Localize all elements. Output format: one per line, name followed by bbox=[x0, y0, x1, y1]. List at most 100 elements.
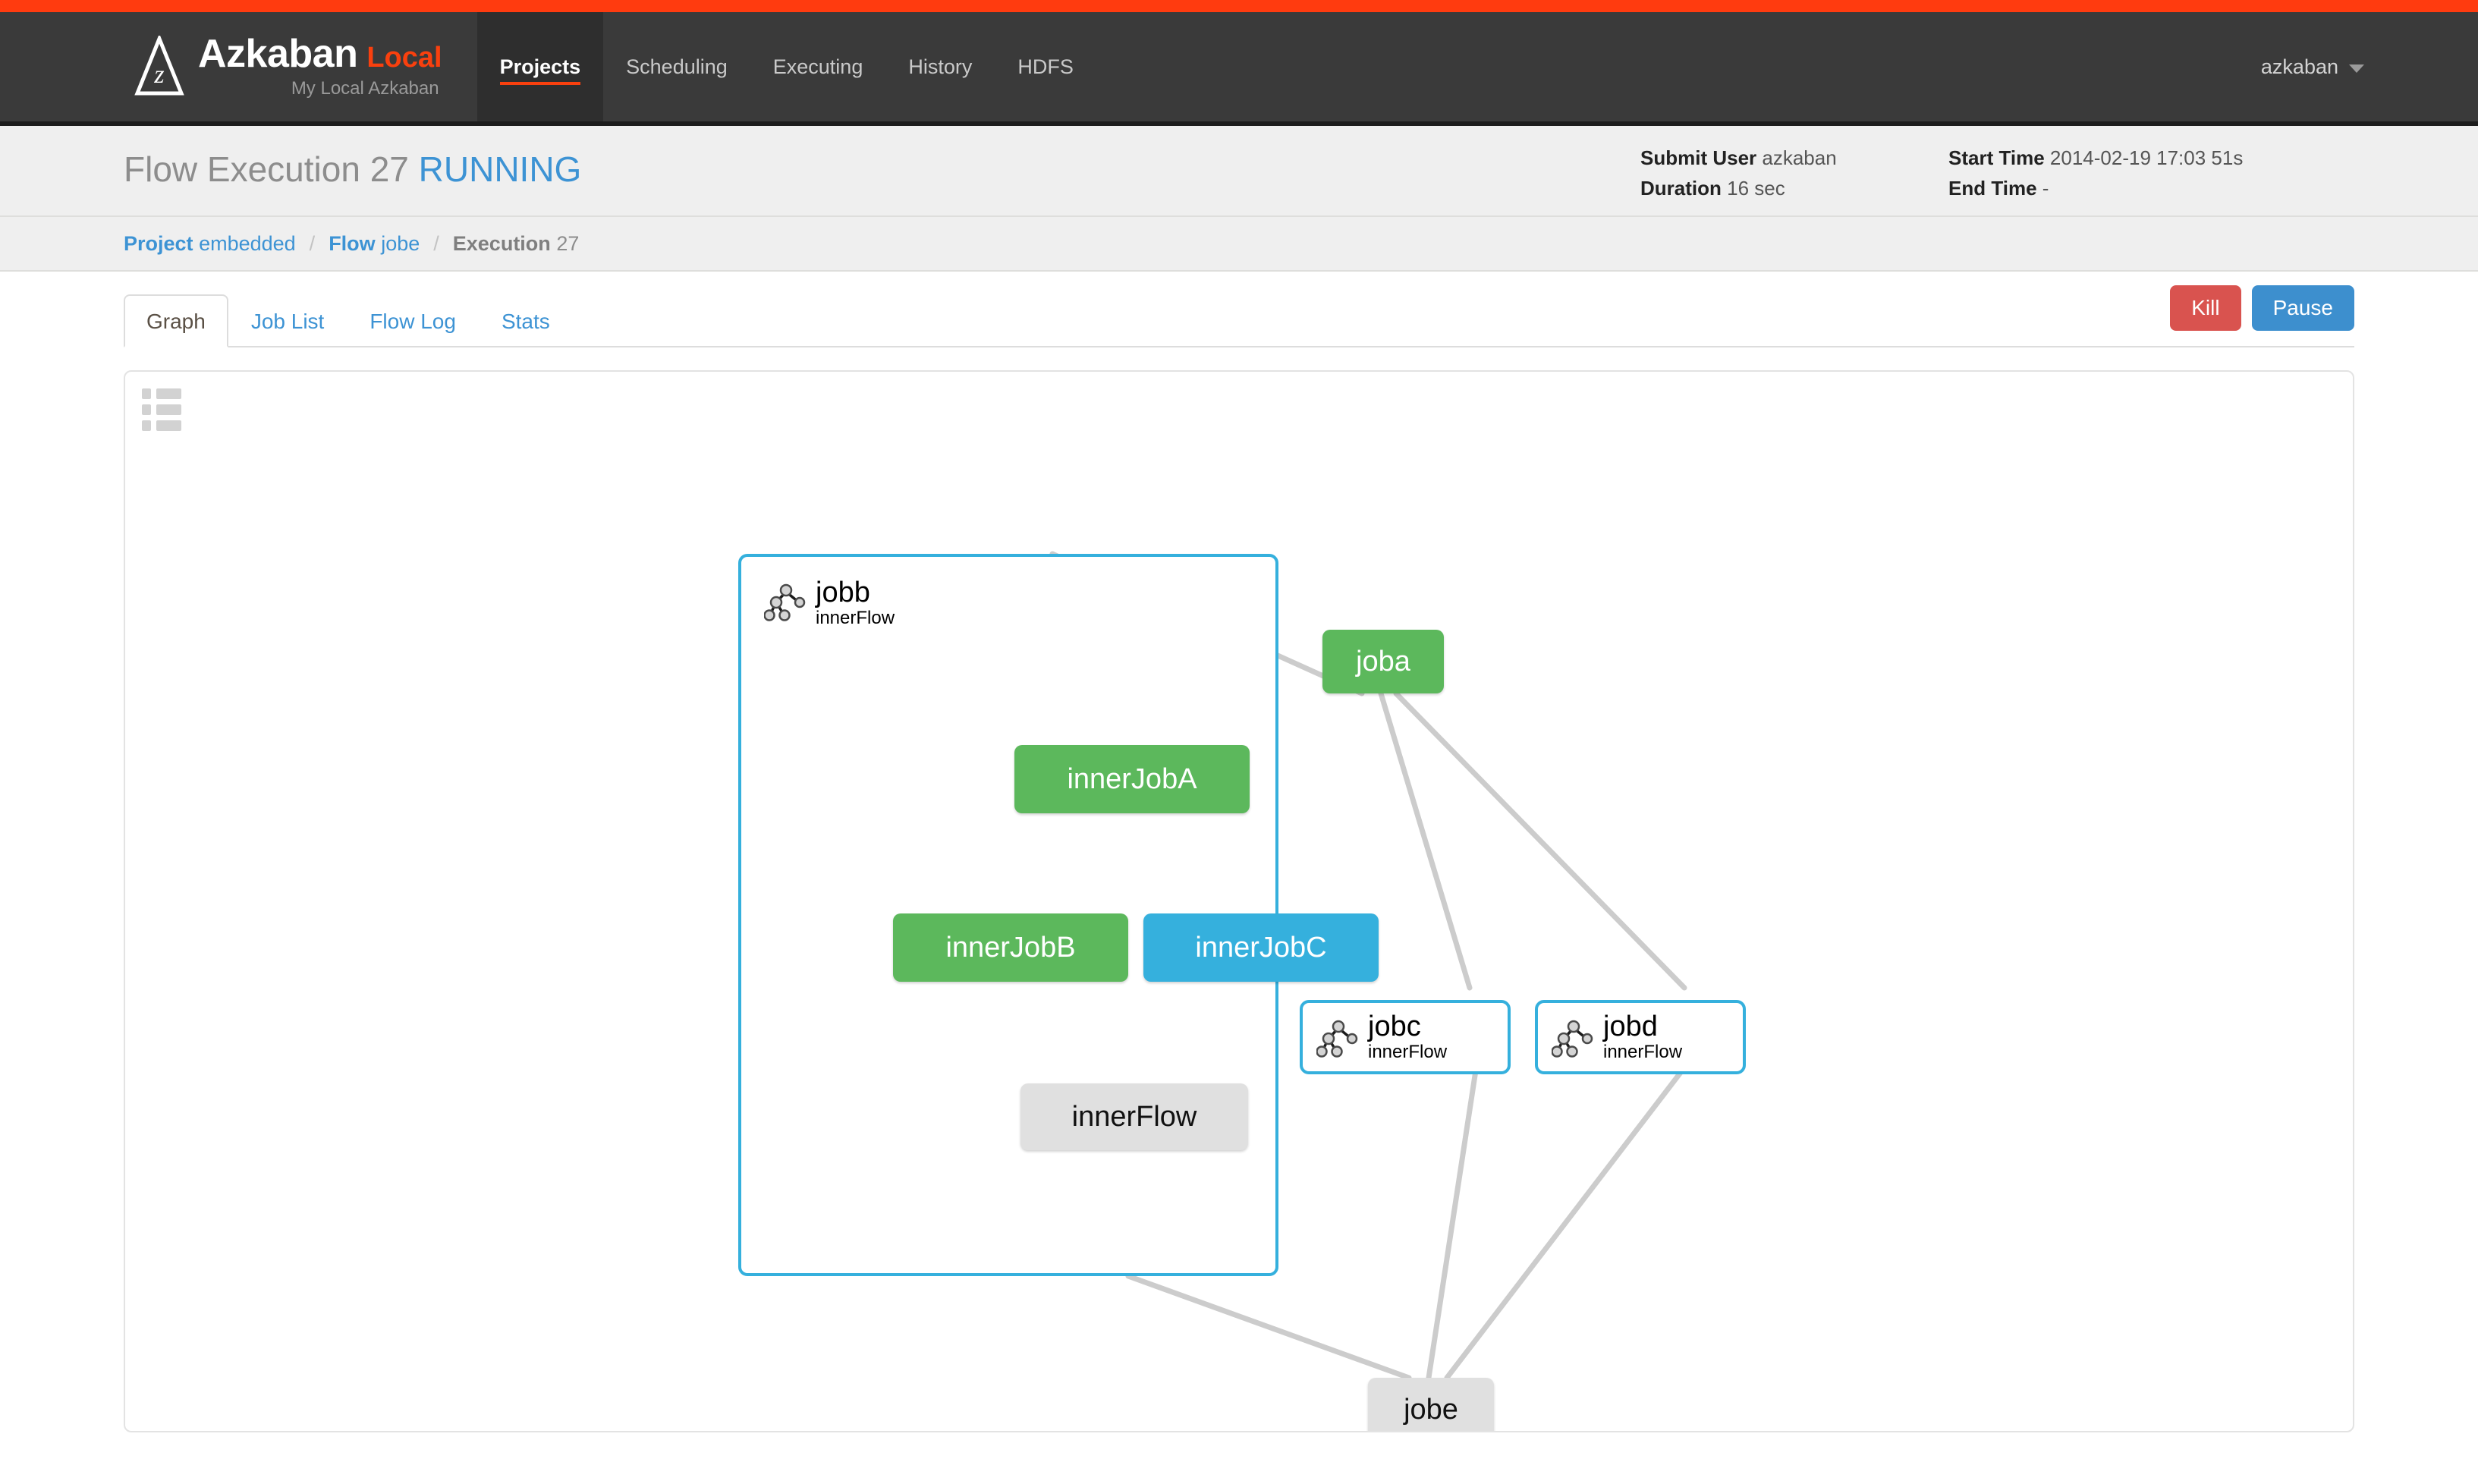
nav-links: Projects Scheduling Executing History HD… bbox=[476, 12, 1096, 121]
breadcrumb-project-value: embedded bbox=[199, 231, 296, 255]
graph-flowbox-title: jobd bbox=[1603, 1011, 1658, 1043]
nav-item-label: Executing bbox=[772, 55, 863, 78]
list-view-row bbox=[142, 404, 181, 415]
brand-name: Azkaban bbox=[198, 32, 358, 76]
edge-jobc-jobe bbox=[1426, 1058, 1480, 1381]
top-accent-bar bbox=[0, 0, 2478, 12]
graph-node-innerJobB[interactable]: innerJobB bbox=[893, 913, 1128, 982]
tab-strip: Graph Job List Flow Log Stats Kill Pause bbox=[124, 272, 2354, 347]
pause-button[interactable]: Pause bbox=[2251, 285, 2354, 331]
execution-summary-band: Flow Execution 27 RUNNING Submit User az… bbox=[0, 126, 2478, 217]
breadcrumb-project[interactable]: Project embedded bbox=[124, 232, 296, 256]
breadcrumb-execution-value: 27 bbox=[556, 231, 580, 255]
list-view-bullet bbox=[142, 420, 151, 431]
kill-button[interactable]: Kill bbox=[2170, 285, 2241, 331]
list-view-bar bbox=[156, 420, 181, 431]
graph-node-label: innerJobC bbox=[1195, 931, 1327, 964]
list-view-row bbox=[142, 420, 181, 431]
nav-item-label: History bbox=[908, 55, 973, 78]
end-time-value: - bbox=[2042, 177, 2049, 200]
edge-jobd-jobe bbox=[1444, 1058, 1693, 1381]
breadcrumb-flow[interactable]: Flow jobe bbox=[329, 232, 420, 256]
duration-row: Duration 16 sec bbox=[1640, 173, 1837, 203]
edge-joba-jobc bbox=[1378, 690, 1473, 991]
graph-node-label: innerFlow bbox=[1071, 1100, 1197, 1133]
list-view-icon[interactable] bbox=[142, 388, 181, 431]
list-view-row bbox=[142, 388, 181, 399]
flow-tree-icon bbox=[1552, 1020, 1593, 1058]
breadcrumb-project-label: Project bbox=[124, 231, 193, 255]
flow-actions: Kill Pause bbox=[2170, 285, 2354, 331]
graph-flowbox-labels: jobd innerFlow bbox=[1603, 1012, 1682, 1061]
status-badge: RUNNING bbox=[418, 149, 582, 189]
list-view-bullet bbox=[142, 388, 151, 399]
execution-meta-left: Submit User azkaban Duration 16 sec bbox=[1640, 143, 1837, 204]
user-menu[interactable]: azkaban bbox=[2261, 12, 2364, 121]
edge-joba-jobd bbox=[1393, 690, 1687, 991]
graph-node-innerFlow[interactable]: innerFlow bbox=[1020, 1083, 1248, 1150]
graph-flowbox-header: jobb innerFlow bbox=[764, 578, 895, 627]
graph-flowbox-labels: jobb innerFlow bbox=[816, 578, 895, 627]
graph-node-jobe[interactable]: jobe bbox=[1368, 1378, 1494, 1431]
chevron-down-icon bbox=[2349, 64, 2364, 73]
tab-job-list[interactable]: Job List bbox=[250, 310, 325, 333]
end-time-row: End Time - bbox=[1948, 173, 2243, 203]
graph-flowbox-labels: jobc innerFlow bbox=[1368, 1012, 1447, 1061]
graph-node-label: innerJobA bbox=[1067, 762, 1197, 795]
submit-user-label: Submit User bbox=[1640, 146, 1757, 169]
brand-suffix: Local bbox=[366, 42, 442, 74]
nav-item-label: Scheduling bbox=[626, 55, 728, 78]
nav-item-label: Projects bbox=[499, 55, 581, 78]
graph-flowbox-subtitle: innerFlow bbox=[1603, 1042, 1683, 1063]
duration-value: 16 sec bbox=[1727, 177, 1785, 200]
submit-user-row: Submit User azkaban bbox=[1640, 143, 1837, 173]
breadcrumb-separator: / bbox=[309, 231, 316, 255]
brand-tagline: My Local Azkaban bbox=[291, 78, 439, 99]
tab-graph[interactable]: Graph bbox=[124, 294, 228, 347]
graph-node-innerJobA[interactable]: innerJobA bbox=[1014, 745, 1250, 813]
edge-jobb-jobe bbox=[1125, 1273, 1412, 1381]
flow-tree-icon bbox=[1316, 1020, 1358, 1058]
page-title-text: Flow Execution 27 bbox=[124, 149, 409, 189]
list-view-bullet bbox=[142, 404, 151, 415]
breadcrumb-separator: / bbox=[433, 231, 439, 255]
submit-user-value: azkaban bbox=[1762, 146, 1837, 169]
breadcrumb: Project embedded / Flow jobe / Execution… bbox=[0, 217, 2478, 272]
graph-flowbox-subtitle: innerFlow bbox=[1368, 1042, 1448, 1063]
flow-graph-panel: joba jobb inn bbox=[124, 370, 2354, 1432]
nav-item-scheduling[interactable]: Scheduling bbox=[603, 12, 750, 121]
tab-stats[interactable]: Stats bbox=[501, 310, 550, 333]
nav-item-hdfs[interactable]: HDFS bbox=[995, 12, 1096, 121]
list-view-bar bbox=[156, 388, 181, 399]
user-menu-label: azkaban bbox=[2260, 55, 2338, 78]
tab-flow-log[interactable]: Flow Log bbox=[369, 310, 456, 333]
breadcrumb-flow-value: jobe bbox=[381, 231, 420, 255]
execution-meta-right: Start Time 2014-02-19 17:03 51s End Time… bbox=[1948, 143, 2243, 204]
nav-item-projects[interactable]: Projects bbox=[476, 12, 604, 121]
graph-flowbox-title: jobb bbox=[816, 577, 870, 608]
nav-item-history[interactable]: History bbox=[885, 12, 995, 121]
graph-node-innerJobC[interactable]: innerJobC bbox=[1143, 913, 1379, 982]
start-time-label: Start Time bbox=[1948, 146, 2045, 169]
breadcrumb-flow-label: Flow bbox=[329, 231, 376, 255]
nav-item-executing[interactable]: Executing bbox=[750, 12, 886, 121]
end-time-label: End Time bbox=[1948, 177, 2037, 200]
graph-node-label: jobe bbox=[1404, 1393, 1458, 1426]
duration-label: Duration bbox=[1640, 177, 1722, 200]
nav-item-label: HDFS bbox=[1017, 55, 1074, 78]
graph-flowbox-jobc[interactable]: jobc innerFlow bbox=[1300, 1000, 1511, 1074]
graph-flowbox-jobd[interactable]: jobd innerFlow bbox=[1535, 1000, 1746, 1074]
page-title: Flow Execution 27 RUNNING bbox=[124, 149, 581, 190]
list-view-bar bbox=[156, 404, 181, 415]
start-time-value: 2014-02-19 17:03 51s bbox=[2049, 146, 2244, 169]
breadcrumb-execution-label: Execution bbox=[452, 231, 551, 255]
graph-flowbox-title: jobc bbox=[1368, 1011, 1421, 1043]
azkaban-logo-icon: z bbox=[134, 36, 184, 96]
svg-text:z: z bbox=[153, 61, 164, 89]
graph-flowbox-subtitle: innerFlow bbox=[816, 607, 895, 628]
breadcrumb-execution: Execution 27 bbox=[453, 232, 580, 256]
flow-tree-icon bbox=[764, 583, 806, 621]
graph-node-joba[interactable]: joba bbox=[1322, 630, 1444, 693]
